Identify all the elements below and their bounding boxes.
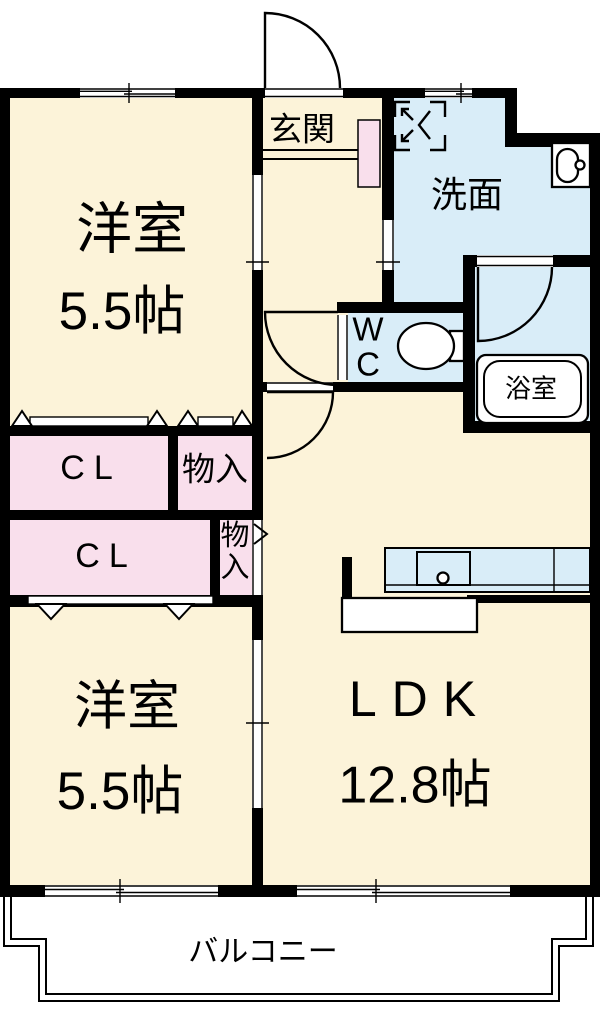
washing-machine-icon [393, 100, 447, 152]
opening-front-door [265, 88, 343, 98]
bedroom-bottom-size: 5.5帖 [56, 762, 184, 822]
balcony-label: バルコニー [188, 935, 338, 969]
balcony-railing [3, 897, 594, 1002]
bedroom-bottom-name: 洋室 [74, 677, 180, 737]
wall-right [590, 133, 600, 897]
exterior-notch [517, 0, 600, 133]
wall-closet-top [10, 426, 263, 436]
wc-label: W C [352, 312, 383, 381]
wall-closet-divider-upper [168, 426, 178, 510]
window-top-washroom [425, 83, 472, 103]
kitchen-faucet-icon [436, 571, 450, 585]
storage-lower-label: 物 入 [220, 520, 250, 585]
wall-closet-mid [10, 510, 263, 520]
door-swing-arc-wc [263, 310, 339, 387]
wall-kitchen-half [467, 595, 590, 603]
closet-lower-label: CL [75, 537, 137, 576]
ldk-name: LDK [348, 670, 492, 727]
storage-lower-char1: 物 [220, 520, 250, 553]
opening-wc-door [337, 315, 348, 380]
bedroom-top-size: 5.5帖 [58, 282, 186, 342]
closet-upper-label: CL [60, 449, 122, 488]
wc-label-line1: W [352, 310, 384, 348]
wash-basin-icon [550, 141, 592, 189]
kitchen-sink-icon [416, 551, 471, 586]
entrance-label: 玄関 [269, 110, 335, 148]
wall-top [0, 88, 517, 98]
washroom-label: 洗面 [430, 174, 504, 216]
storage-lower-char2: 入 [220, 552, 250, 584]
toilet-icon [396, 321, 466, 371]
storage-upper-label: 物入 [182, 450, 248, 488]
window-top-bedroom [80, 83, 175, 103]
storage-open-chevron-icon [253, 523, 269, 545]
bathroom-label: 浴室 [504, 373, 558, 404]
opening-bedroom-bottom-partition [246, 640, 269, 808]
wc-label-line2: C [356, 345, 380, 382]
door-swing-arc-ldk [266, 390, 335, 460]
door-swing-arcs [263, 11, 554, 460]
bedroom-top-name: 洋室 [76, 197, 188, 261]
wall-wc-north [337, 302, 463, 313]
opening-bath-door [477, 255, 553, 267]
door-swing-arc-entrance [263, 11, 342, 89]
wall-bath-west [463, 255, 475, 433]
ldk-size: 12.8帖 [338, 756, 492, 815]
wall-spine [252, 98, 263, 885]
kitchen-counter [384, 547, 591, 593]
entrance-step [263, 149, 358, 160]
room-fill-ldk-patch [394, 392, 463, 421]
wall-left [0, 88, 10, 897]
kitchen-island-counter [340, 596, 479, 634]
wall-kitchen-stub [342, 557, 352, 597]
window-bottom-bedroom [45, 879, 218, 903]
shoe-cabinet [357, 119, 381, 188]
wall-closet-divider-lower [210, 520, 220, 595]
closet-door-marks [10, 409, 254, 621]
window-bottom-ldk [297, 879, 510, 903]
opening-washroom-door [376, 220, 400, 270]
room-fill-closets-upper [10, 426, 252, 510]
wall-step-vertical [505, 88, 517, 147]
bathtub-icon [475, 353, 590, 425]
opening-storage-lower [252, 520, 269, 595]
wall-corridor-washroom [382, 98, 394, 302]
opening-bedroom-top-door [246, 175, 269, 270]
wall-wc-south [252, 382, 473, 392]
door-swing-arc-bath [476, 266, 554, 343]
